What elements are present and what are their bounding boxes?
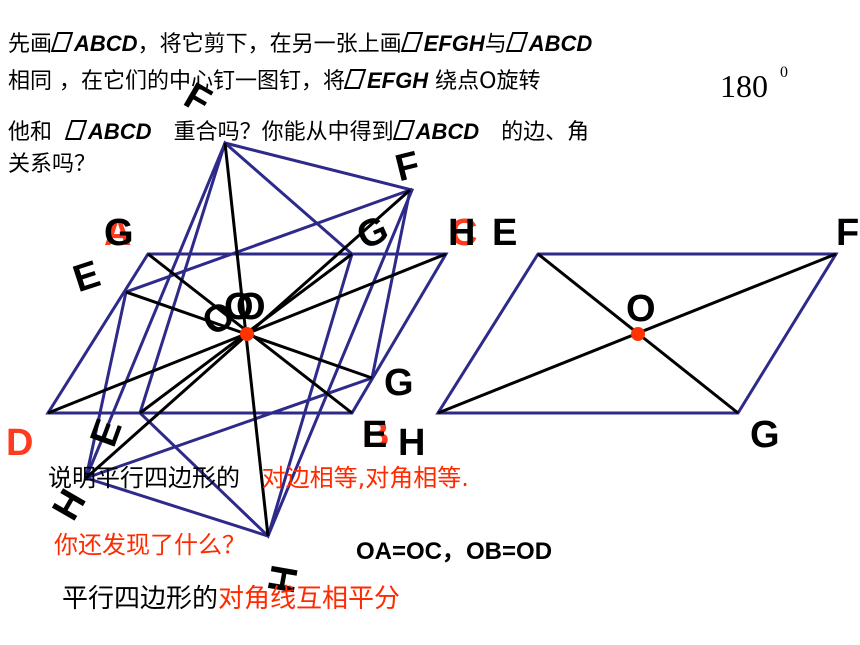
finding-equation: OA=OC，OB=OD <box>356 538 553 565</box>
shape-name: ABCD <box>88 119 152 144</box>
shape-name: ABCD <box>415 119 480 144</box>
highlighted-text: 对边相等,对角相等. <box>261 464 469 492</box>
label-f-right-diagram: F <box>836 212 860 254</box>
center-point-left <box>240 327 254 341</box>
text: 与 <box>484 32 507 57</box>
angle-value: 180 <box>720 68 768 104</box>
highlighted-text: 对角线互相平分 <box>218 584 401 614</box>
problem-line-3: 他和 ABCD 重合吗？你能从中得到 ABCD 的边、角 <box>8 120 589 144</box>
label-o-2: O <box>224 286 254 328</box>
label-g: G <box>104 212 134 254</box>
shape-name: EFGH <box>367 68 429 93</box>
text: 说明平行四边形的 <box>48 464 240 492</box>
text: 先画 <box>8 32 53 57</box>
label-c: C <box>450 212 478 254</box>
shape-name: ABCD <box>74 31 138 56</box>
shape-name: EFGH <box>423 31 485 56</box>
label-o-right: O <box>626 288 656 330</box>
finding-line-1: 说明平行四边形的 对边相等,对角相等. <box>48 466 469 490</box>
label-g-right: G <box>750 414 780 456</box>
text: 绕点O旋转 <box>435 69 541 94</box>
center-point-right <box>631 327 645 341</box>
label-e-right: E <box>492 212 518 254</box>
label-e-bottom: E <box>362 414 388 456</box>
label-a: A <box>104 212 132 254</box>
label-g-mid: G <box>384 362 414 404</box>
label-b: B <box>362 414 390 456</box>
problem-line-4: 关系吗？ <box>8 152 97 177</box>
text: 的边、角 <box>501 120 590 145</box>
degree-superscript: 0 <box>780 64 788 81</box>
label-h-top: H <box>448 212 476 254</box>
text: 重合吗？你能从中得到 <box>173 120 394 145</box>
shape-name: ABCD <box>528 31 593 56</box>
finding-question: 你还发现了什么？ <box>54 531 246 559</box>
text: 平行四边形的 <box>62 584 219 614</box>
label-h-bottom: H <box>398 422 426 464</box>
problem-line-2: 相同 ，在它们的中心钉一图钉，将 EFGH 绕点O旋转 <box>8 69 540 93</box>
text: 他和 <box>8 120 53 145</box>
text: 相同 ，在它们的中心钉一图钉，将 <box>8 69 345 94</box>
label-o-3: O <box>236 286 266 328</box>
label-d: D <box>6 422 34 464</box>
finding-conclusion: 平行四边形的对角线互相平分 <box>62 586 400 612</box>
text: ，将它剪下，在另一张上画 <box>137 32 402 57</box>
